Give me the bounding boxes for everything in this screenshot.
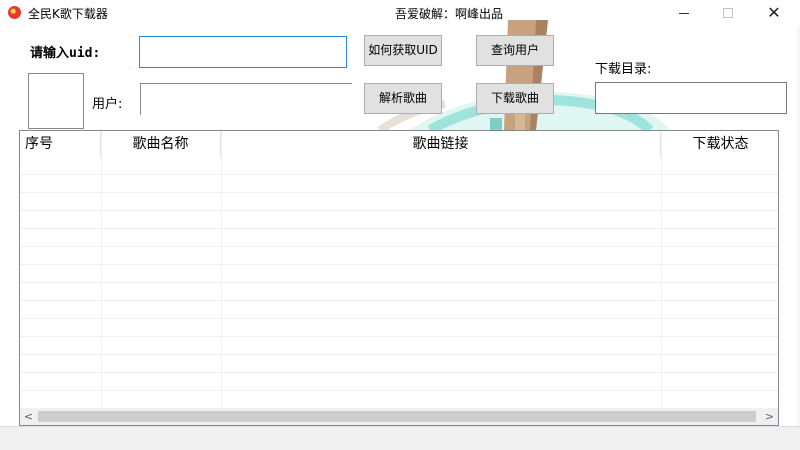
horizontal-scrollbar[interactable]: < > (20, 408, 778, 425)
how-to-get-uid-button[interactable]: 如何获取UID (364, 35, 442, 66)
table-body (20, 157, 778, 409)
maximize-icon (723, 8, 733, 18)
window-edge (797, 26, 800, 426)
credit-text: 吾爱破解：啊峰出品 (395, 7, 504, 21)
uid-input[interactable] (139, 36, 347, 68)
table-row[interactable] (20, 247, 778, 265)
maximize-button[interactable] (705, 0, 751, 26)
title-bar: 全民K歌下载器 吾爱破解：啊峰出品 ✕ (0, 0, 800, 26)
minimize-icon (679, 12, 689, 14)
status-bar (0, 426, 800, 450)
column-header-song-name[interactable]: 歌曲名称 (101, 131, 221, 157)
table-row[interactable] (20, 157, 778, 175)
song-table[interactable]: 序号 歌曲名称 歌曲链接 下载状态 < > (19, 130, 779, 426)
column-header-download-status[interactable]: 下载状态 (692, 136, 749, 152)
table-row[interactable] (20, 265, 778, 283)
close-button[interactable]: ✕ (767, 3, 781, 22)
table-row[interactable] (20, 301, 778, 319)
scroll-left-icon[interactable]: < (23, 410, 34, 423)
user-label: 用户: (92, 97, 123, 112)
table-row[interactable] (20, 319, 778, 337)
avatar (28, 73, 84, 129)
download-dir-label: 下载目录: (595, 62, 652, 77)
table-row[interactable] (20, 193, 778, 211)
parse-songs-button[interactable]: 解析歌曲 (364, 83, 442, 114)
column-header-index[interactable]: 序号 (20, 131, 101, 157)
window-title: 全民K歌下载器 (28, 7, 108, 21)
scroll-right-icon[interactable]: > (764, 410, 775, 423)
table-row[interactable] (20, 373, 778, 391)
table-row[interactable] (20, 229, 778, 247)
table-row[interactable] (20, 391, 778, 409)
user-name-field[interactable] (140, 83, 352, 115)
column-divider (661, 131, 662, 409)
table-row[interactable] (20, 211, 778, 229)
minimize-button[interactable] (661, 0, 707, 26)
scroll-thumb[interactable] (38, 411, 756, 422)
uid-label: 请输入uid: (30, 46, 101, 61)
table-header: 序号 歌曲名称 歌曲链接 下载状态 (20, 131, 778, 157)
table-row[interactable] (20, 283, 778, 301)
column-header-song-link[interactable]: 歌曲链接 (221, 131, 661, 157)
table-row[interactable] (20, 337, 778, 355)
app-icon (8, 6, 21, 19)
table-row[interactable] (20, 175, 778, 193)
query-user-button[interactable]: 查询用户 (476, 35, 554, 66)
download-songs-button[interactable]: 下载歌曲 (476, 83, 554, 114)
download-dir-input[interactable] (595, 82, 787, 114)
column-divider (221, 131, 222, 409)
table-row[interactable] (20, 355, 778, 373)
column-divider (101, 131, 102, 409)
